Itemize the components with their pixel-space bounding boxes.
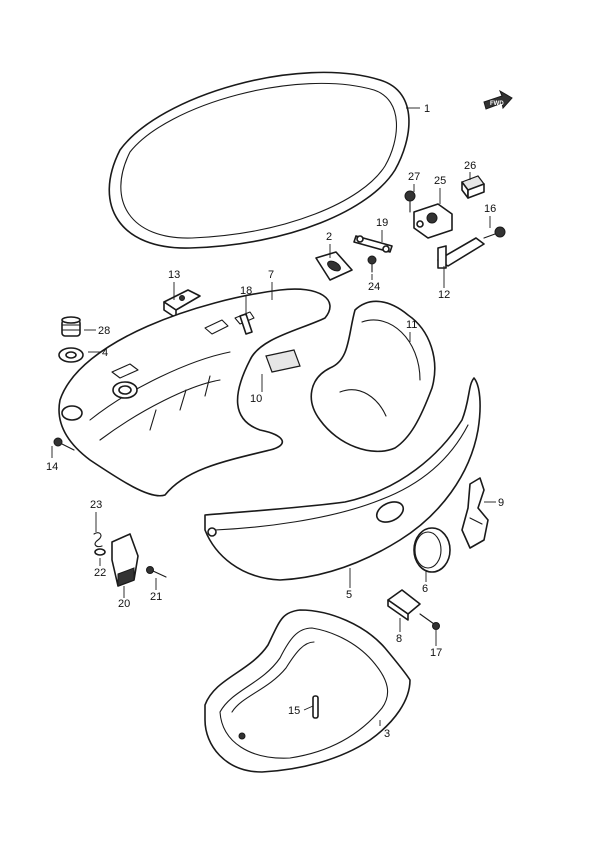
callout-28: 28 [98,325,110,337]
callout-1: 1 [424,103,430,115]
rubber-block-part [461,175,485,199]
callout-20: 20 [118,598,130,610]
washer-part [94,548,106,556]
screw-part [53,437,75,451]
callout-23: 23 [90,499,102,511]
bolt-part [404,190,416,213]
bolt-part [483,226,506,239]
round-plug-part [413,527,451,573]
lower-cover-part [204,377,481,581]
callout-7: 7 [268,269,274,281]
fwd-label: FWD [490,101,504,107]
latch-plate-part [437,237,485,269]
callout-5: 5 [346,589,352,601]
pad-part [265,349,301,373]
callout-25: 25 [434,175,446,187]
bolt-part [146,566,167,578]
mount-bracket-part [163,289,201,319]
lever-pin-part [353,235,393,253]
grommet-plate-part [315,251,353,281]
callout-11: 11 [406,319,417,331]
callout-labels: 1 2 3 4 5 6 7 8 9 10 11 12 13 14 15 16 1… [46,103,504,740]
clip-part [93,532,103,548]
callout-24: 24 [368,281,380,293]
leader-lines [51,107,496,726]
rear-frame-part [310,300,436,453]
upper-cover-part [58,288,331,497]
callout-22: 22 [94,567,106,579]
handle-part [461,477,489,549]
side-bracket-part [387,589,421,621]
pin-part [312,695,319,719]
callout-10: 10 [250,393,262,405]
callout-12: 12 [438,289,450,301]
callout-18: 18 [240,285,252,297]
callout-4: 4 [102,347,108,359]
seal-ring-part [108,71,410,249]
callout-2: 2 [326,231,332,243]
screw-part [419,613,440,630]
callout-13: 13 [168,269,180,281]
seal-frame-part [204,609,411,773]
latch-part [111,533,139,587]
callout-6: 6 [422,583,428,595]
callout-3: 3 [384,728,390,740]
plug-part [61,316,81,337]
fwd-arrow: FWD [483,89,513,110]
screw-part [367,255,377,273]
callout-15: 15 [288,705,300,717]
pin-part [239,313,253,335]
callout-19: 19 [376,217,388,229]
callout-27: 27 [408,171,420,183]
callout-21: 21 [150,591,162,603]
callout-26: 26 [464,160,476,172]
callout-9: 9 [498,497,504,509]
callout-14: 14 [46,461,58,473]
callout-16: 16 [484,203,496,215]
grommet-part [58,347,84,363]
callout-8: 8 [396,633,402,645]
lock-bracket-part [413,203,453,239]
callout-17: 17 [430,647,442,659]
